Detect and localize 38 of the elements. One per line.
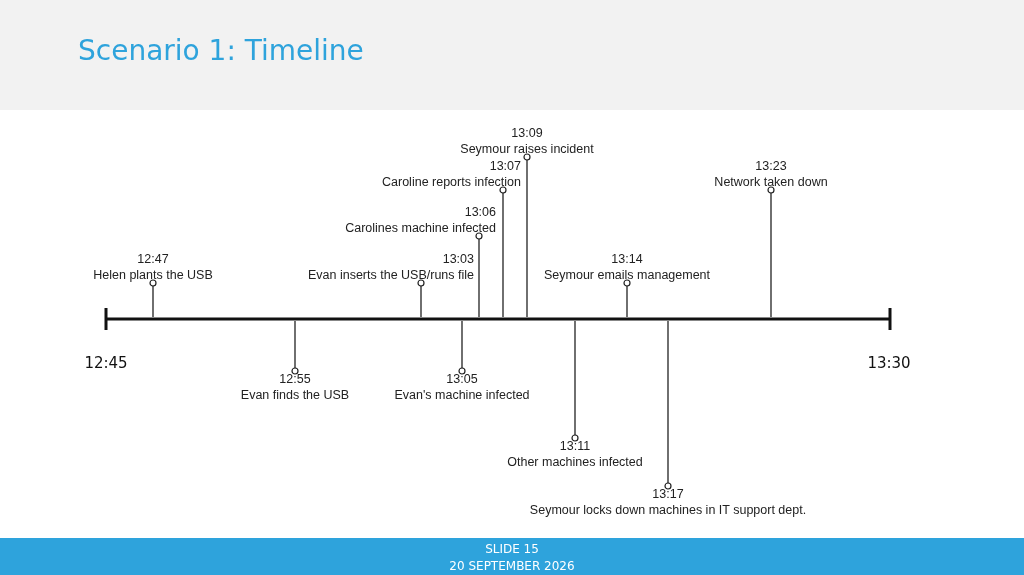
leader-line xyxy=(417,279,425,318)
event-description: Evan inserts the USB/runs file xyxy=(307,267,474,283)
event-description: Carolines machine infected xyxy=(345,220,496,236)
leader-line xyxy=(458,320,466,375)
event-description: Seymour locks down machines in IT support dept. xyxy=(529,502,807,518)
leader-line xyxy=(475,232,483,318)
event-time: 13:07 xyxy=(489,158,521,174)
leader-line xyxy=(149,279,157,318)
event-description: Seymour raises incident xyxy=(460,141,594,157)
event-description: Other machines infected xyxy=(507,454,643,470)
leader-line xyxy=(767,186,775,318)
event-description: Evan's machine infected xyxy=(394,387,530,403)
leader-line xyxy=(571,320,579,442)
event-description: Helen plants the USB xyxy=(93,267,213,283)
event-description: Network taken down xyxy=(714,174,828,190)
event-time: 13:05 xyxy=(446,371,478,387)
event-time: 13:06 xyxy=(464,204,496,220)
slide-title: Scenario 1: Timeline xyxy=(78,34,364,67)
leader-line xyxy=(499,186,507,318)
leader-line xyxy=(291,320,299,375)
slide-number: SLIDE 15 xyxy=(484,542,540,556)
leader-line xyxy=(664,320,672,490)
event-time: 13:09 xyxy=(511,125,543,141)
event-time: 13:11 xyxy=(559,438,591,454)
axis-start-label: 12:45 xyxy=(84,354,128,372)
event-description: Caroline reports infection xyxy=(382,174,521,190)
leader-line xyxy=(623,279,631,318)
slide-date: 20 SEPTEMBER 2026 xyxy=(448,559,576,573)
event-time: 12:47 xyxy=(137,251,169,267)
event-description: Seymour emails management xyxy=(544,267,710,283)
leader-line xyxy=(523,153,531,318)
event-description: Evan finds the USB xyxy=(240,387,350,403)
event-time: 12:55 xyxy=(279,371,311,387)
event-time: 13:23 xyxy=(755,158,787,174)
event-time: 13:14 xyxy=(611,251,643,267)
event-time: 13:03 xyxy=(442,251,474,267)
axis-end-label: 13:30 xyxy=(867,354,911,372)
event-time: 13:17 xyxy=(652,486,684,502)
